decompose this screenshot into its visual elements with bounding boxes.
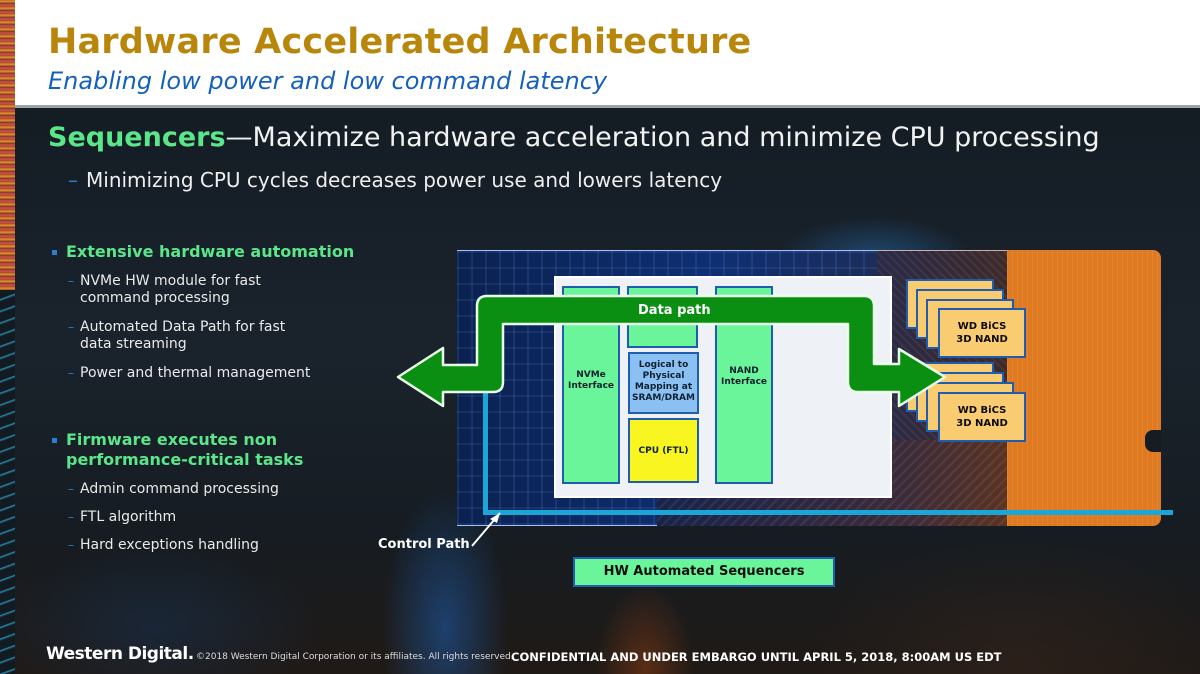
dash-bullet-icon: – [68, 510, 74, 524]
data-path-label: Data path [638, 303, 711, 318]
block-label: Interface [720, 377, 768, 387]
nand-label: 3D NAND [956, 418, 1008, 429]
list-item-text: Automated Data Path for fast [80, 319, 286, 335]
square-bullet-icon [52, 438, 57, 443]
sub-bullet-text: Minimizing CPU cycles decreases power us… [86, 168, 723, 192]
list-item-text: Power and thermal management [80, 365, 311, 381]
l2p-mapping-block: Logical to Physical Mapping at SRAM/DRAM [628, 352, 699, 414]
list-item-text: command processing [80, 290, 230, 306]
list-item: –FTL algorithm [68, 509, 176, 526]
cpu-ftl-block: CPU (FTL) [628, 418, 699, 483]
nand-label: WD BiCS [957, 321, 1007, 332]
slide-title: Hardware Accelerated Architecture [48, 22, 752, 62]
section-heading-text: Firmware executes non [66, 430, 278, 449]
block-label: Interface [567, 381, 615, 391]
nand-package: WD BiCS 3D NAND [938, 308, 1026, 358]
headline: Sequencers—Maximize hardware acceleratio… [48, 122, 1100, 153]
list-item-text: data streaming [80, 336, 187, 352]
list-item-text: Hard exceptions handling [80, 537, 259, 553]
block-label: SRAM/DRAM [632, 393, 695, 403]
ssd-board-diagram: NVMe Interface Logical to Physical Mappi… [457, 250, 1173, 528]
headline-sub-bullet: –Minimizing CPU cycles decreases power u… [68, 168, 722, 192]
hw-sequencers-legend: HW Automated Sequencers [573, 557, 835, 587]
nand-label: WD BiCS [957, 405, 1007, 416]
connector-notch [1145, 430, 1161, 452]
block-label: NVMe [576, 370, 606, 380]
list-item-text: NVMe HW module for fast [80, 273, 261, 289]
nvme-interface-block: NVMe Interface [562, 286, 620, 484]
list-item: –Admin command processing [68, 481, 279, 498]
dash-bullet-icon: – [68, 538, 74, 552]
section-heading-text: Extensive hardware automation [66, 242, 355, 261]
list-item-text: FTL algorithm [80, 509, 177, 525]
block-label: Logical to [638, 360, 689, 370]
block-label: CPU (FTL) [638, 446, 689, 456]
slide-header: Hardware Accelerated Architecture Enabli… [0, 0, 1200, 107]
list-item: –Hard exceptions handling [68, 537, 259, 554]
copyright-text: ©2018 Western Digital Corporation or its… [196, 652, 514, 662]
control-path-label: Control Path [378, 537, 470, 552]
section-heading-text: performance-critical tasks [66, 450, 304, 469]
list-item: –Power and thermal management [68, 365, 310, 382]
headline-text: —Maximize hardware acceleration and mini… [225, 122, 1100, 153]
block-label: NAND [729, 366, 759, 376]
dash-bullet-icon: – [68, 168, 78, 192]
block-label: Physical [642, 371, 685, 381]
header-divider [15, 105, 1200, 108]
confidential-notice: CONFIDENTIAL AND UNDER EMBARGO UNTIL APR… [511, 650, 1002, 664]
western-digital-logo: Western Digital. [46, 644, 194, 664]
headline-accent: Sequencers [48, 122, 226, 153]
list-item-text: Admin command processing [80, 481, 279, 497]
slide-subtitle: Enabling low power and low command laten… [48, 67, 608, 95]
section-heading-hardware-automation: Extensive hardware automation [52, 242, 354, 262]
control-path-line [483, 350, 1173, 515]
square-bullet-icon [52, 250, 57, 255]
m2-edge-connector [1007, 250, 1161, 526]
nand-interface-block: NAND Interface [715, 286, 773, 484]
decorative-left-strip-lower [0, 290, 15, 674]
nand-package: WD BiCS 3D NAND [938, 392, 1026, 442]
dash-bullet-icon: – [68, 320, 74, 334]
nand-label: 3D NAND [956, 334, 1008, 345]
block-label: Mapping at [634, 382, 693, 392]
dash-bullet-icon: – [68, 366, 74, 380]
dash-bullet-icon: – [68, 274, 74, 288]
dash-bullet-icon: – [68, 482, 74, 496]
